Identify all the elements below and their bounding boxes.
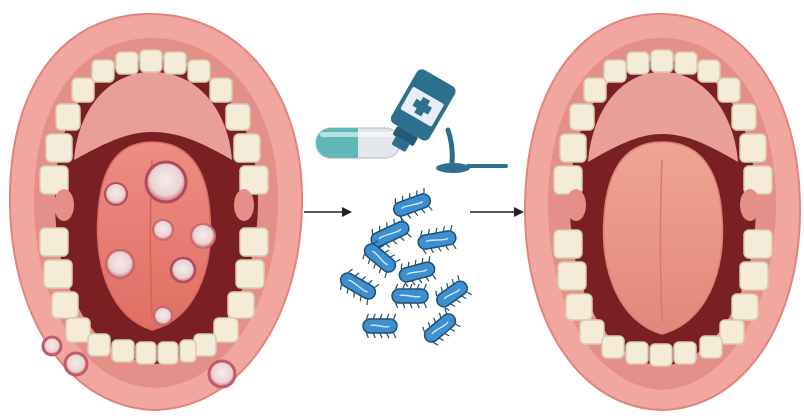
ulcer [171,258,195,282]
cheek-left [54,189,74,221]
ulcer [105,183,127,205]
ulcer [191,224,215,248]
bacteria-icon [416,225,458,255]
ulcer [146,162,186,202]
pill-icon [316,128,400,158]
arrow-right-icon [304,207,352,217]
arrow-right-icon [470,207,524,217]
cheek-left [566,189,586,221]
syrup-stream [448,130,452,164]
ulcer [153,220,173,240]
bacteria-icon [336,266,381,306]
lip-ulcer [43,337,61,355]
cheek-right [234,189,254,221]
bacteria-icon [418,307,461,349]
bacteria-group [336,187,473,349]
healthy-mouth [525,14,800,410]
ulcer [154,307,172,325]
bacteria-icon [363,314,397,338]
mouth-with-ulcers [10,14,302,410]
bacteria-icon [431,274,473,313]
ulcer [106,250,134,278]
spoon-icon [436,163,508,173]
bacteria-icon [397,256,438,288]
lip-ulcer [209,361,235,387]
bacteria-icon [390,187,434,223]
cheek-right [740,189,760,221]
bacteria-icon [392,284,428,308]
lip-ulcer [65,353,87,375]
